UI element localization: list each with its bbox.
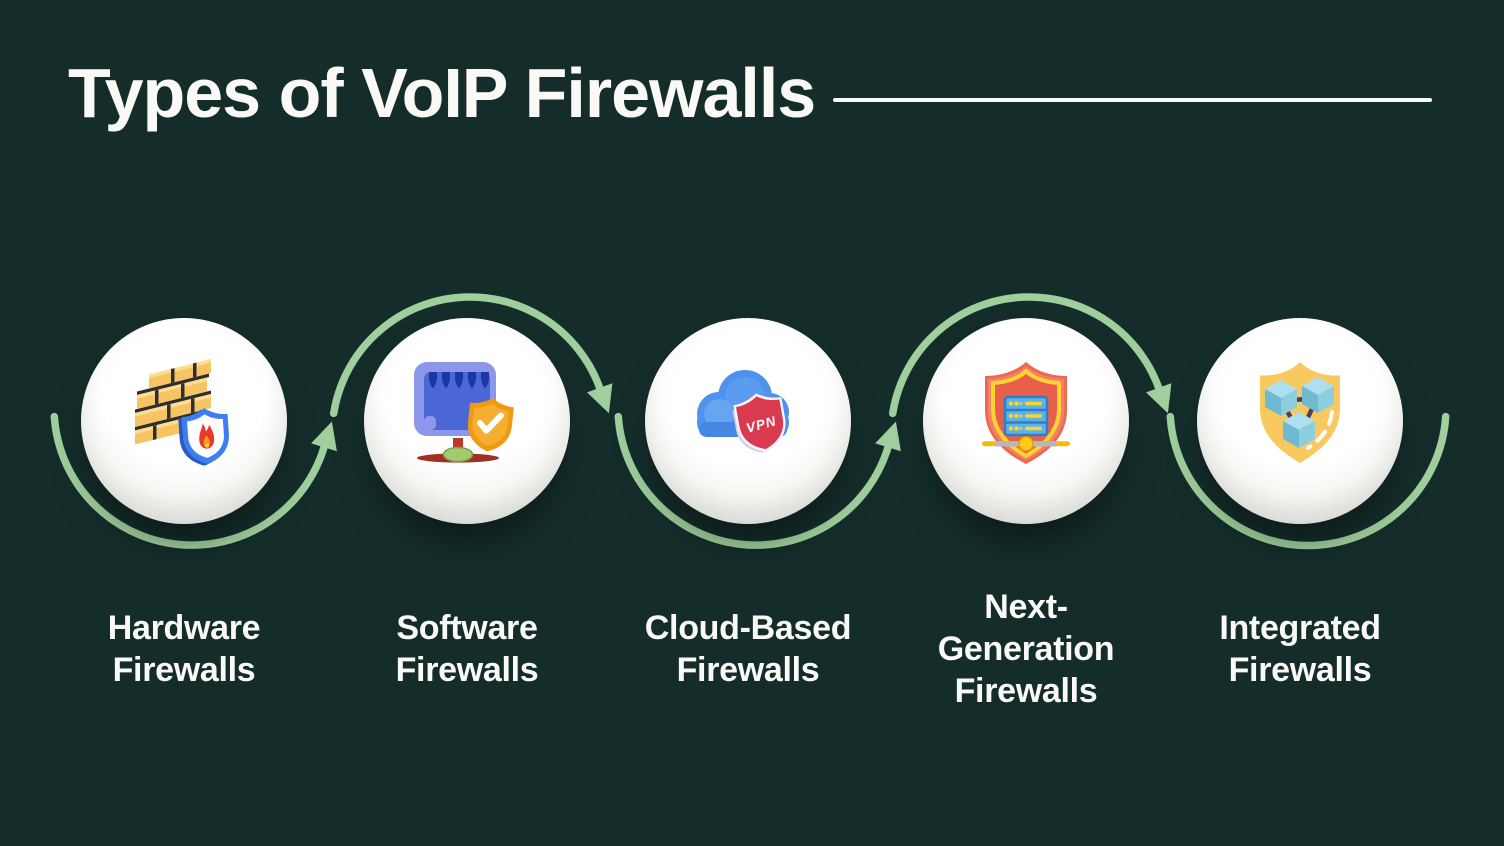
label-next-generation-firewalls: Next- Generation Firewalls <box>876 586 1176 712</box>
circle-integrated <box>1197 318 1403 524</box>
shield-server-network-icon <box>982 362 1070 464</box>
header: Types of VoIP Firewalls <box>68 58 1432 128</box>
label-line: Generation <box>937 630 1115 669</box>
monitor-shield-checkmark-icon <box>414 362 514 463</box>
arc-over-nextgen <box>888 293 1163 418</box>
arc-under-cloud <box>614 412 892 549</box>
label-line: Firewalls <box>954 672 1098 711</box>
label-line: Integrated <box>1219 609 1381 647</box>
title-divider-line <box>833 98 1432 102</box>
label-software-firewalls: Software Firewalls <box>317 607 617 691</box>
label-line: Firewalls <box>1228 651 1372 690</box>
arrowhead-up-2 <box>875 421 901 452</box>
arc-under-integrated <box>1166 412 1450 550</box>
circle-nextgen <box>923 318 1129 524</box>
label-line: Cloud-Based <box>644 609 852 647</box>
label-hardware-firewalls: Hardware Firewalls <box>34 607 334 691</box>
label-cloud-based-firewalls: Cloud-Based Firewalls <box>598 607 898 691</box>
arrowhead-down-2 <box>1146 383 1172 414</box>
shield-linked-cubes-icon <box>1260 362 1340 463</box>
label-line: Firewalls <box>395 651 539 690</box>
label-line: Software <box>396 609 538 647</box>
label-line: Next- <box>984 588 1068 626</box>
brick-wall-shield-flame-icon <box>135 359 229 466</box>
label-integrated-firewalls: Integrated Firewalls <box>1150 607 1450 691</box>
page-title: Types of VoIP Firewalls <box>68 54 816 132</box>
arrowhead-up-1 <box>311 421 337 452</box>
cloud-vpn-shield-icon: VPN <box>697 370 789 453</box>
circle-hardware <box>81 318 287 524</box>
arc-over-software <box>329 293 604 418</box>
arrowhead-down-1 <box>587 383 613 414</box>
label-line: Firewalls <box>112 651 256 690</box>
arc-under-hardware <box>50 412 328 549</box>
circle-software <box>364 318 570 524</box>
circle-cloud: VPN <box>645 318 851 524</box>
label-line: Firewalls <box>676 651 820 690</box>
label-line: Hardware <box>107 609 261 647</box>
